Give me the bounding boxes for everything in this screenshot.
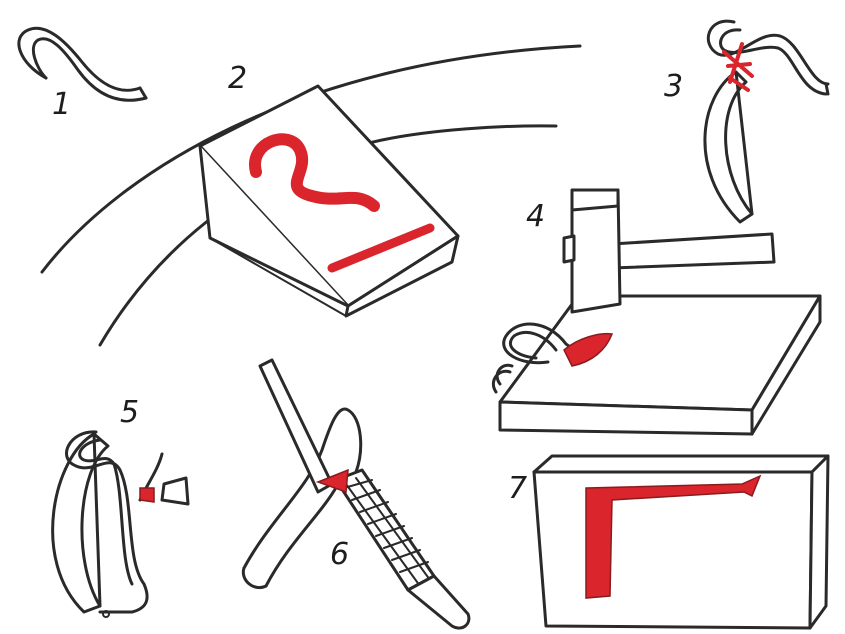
step-4-number: 4 (526, 199, 545, 234)
step-3-number: 3 (664, 69, 683, 104)
step-7-finished-hook-block (534, 456, 828, 628)
step-6-number: 6 (330, 537, 349, 572)
step-6-file-sharpening (243, 360, 469, 628)
step-5-number: 5 (120, 395, 139, 430)
step-1-number: 1 (52, 87, 71, 122)
step-1-wire-blank (19, 28, 146, 100)
step-5-barb-cut (53, 432, 188, 617)
step-2-number: 2 (228, 61, 247, 96)
step-3-hook-clamp (705, 21, 828, 222)
step-7-number: 7 (508, 471, 527, 506)
